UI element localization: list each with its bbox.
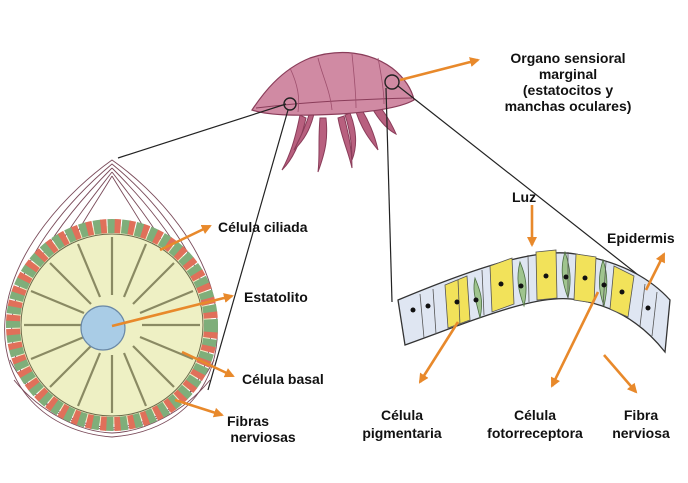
label-basal-cell: Célula basal — [242, 371, 324, 387]
label-organ-line-2: marginal — [539, 66, 597, 82]
label-nerve-fiber-1: Fibra — [624, 407, 658, 423]
medusa-tentacles — [281, 103, 397, 173]
label-photoreceptor-cell-2: fotorreceptora — [487, 425, 583, 441]
statocyst — [4, 159, 218, 438]
pigment-cells — [444, 249, 635, 329]
arrow-nerve-fiber — [603, 354, 638, 394]
cell-nuclei — [410, 273, 651, 313]
label-pigment-cell-1: Célula — [381, 407, 423, 423]
arrow-epidermis — [644, 252, 666, 291]
label-organ-line-1: Organo sensioral — [510, 50, 625, 66]
label-organ: Organo sensioral marginal (estatocitos y… — [505, 50, 632, 114]
label-nerve-fibers-2: nerviosas — [230, 429, 296, 445]
label-nerve-fiber-2: nerviosa — [612, 425, 670, 441]
label-organ-line-3: (estatocitos y — [523, 82, 613, 98]
arrow-ciliated-cell — [159, 224, 212, 252]
zoom-connector-lines — [117, 85, 671, 391]
statolith — [80, 305, 126, 351]
arrow-pigment-cell — [418, 321, 460, 384]
arrow-organ — [399, 57, 480, 82]
arrow-photoreceptor-cell — [550, 291, 600, 388]
arrow-statolith — [111, 293, 234, 328]
label-pigment-cell-2: pigmentaria — [362, 425, 442, 441]
label-epidermis: Epidermis — [607, 230, 675, 246]
ocellus-epithelium — [397, 249, 671, 354]
cilia-rays — [24, 237, 200, 413]
label-nerve-fibers-1: Fibras — [227, 413, 269, 429]
arrow-nerve-fibers — [174, 398, 224, 418]
marginal-organ-marker-left — [283, 97, 297, 111]
marginal-organ-marker-right — [384, 74, 400, 90]
label-photoreceptor-cell-1: Célula — [514, 407, 556, 423]
label-organ-line-4: manchas oculares) — [505, 98, 632, 114]
label-light: Luz — [512, 189, 536, 205]
arrow-basal-cell — [181, 350, 235, 378]
medusa-bell-rim — [255, 97, 413, 109]
annotation-arrows — [111, 57, 666, 418]
label-ciliated-cell: Célula ciliada — [218, 219, 308, 235]
label-statolith: Estatolito — [244, 289, 308, 305]
medusa-illustration — [251, 51, 415, 173]
